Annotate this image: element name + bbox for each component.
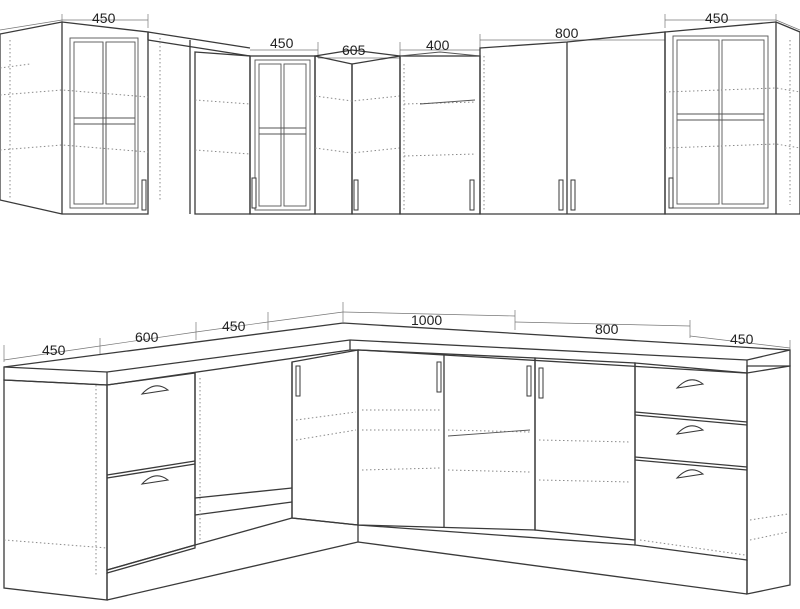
lower-cabinets [3, 302, 791, 601]
lower-dimension-label: 450 [222, 318, 246, 334]
upper-corner-cabinet [314, 49, 401, 215]
handle-icon [295, 365, 301, 397]
lower-cabinet-1000 [357, 349, 536, 531]
upper-cabinet-400 [399, 51, 481, 215]
plinth [106, 517, 748, 601]
upper-dimension-label: 400 [426, 37, 450, 53]
handle-icon [469, 179, 475, 211]
lower-dimension-label: 450 [42, 342, 66, 358]
lower-left-side-panel [3, 379, 108, 601]
countertop [3, 322, 791, 386]
lower-right-side-panel [746, 365, 791, 595]
handle-icon [353, 179, 359, 211]
handle-icon [558, 179, 564, 211]
upper-dimension-labels: 450 450 605 400 800 450 [92, 10, 729, 58]
handle-icon [570, 179, 576, 211]
handle-icon [538, 367, 544, 399]
lower-drawer-unit-450 [634, 362, 748, 561]
lower-dimension-labels: 450 600 450 1000 800 450 [42, 312, 754, 358]
upper-cabinets [0, 14, 800, 215]
drawer-handle-icon [675, 469, 705, 479]
upper-dimension-label: 450 [270, 35, 294, 51]
upper-right-glass-cabinet [664, 21, 800, 215]
lower-corner-cabinet [291, 349, 359, 526]
handle-icon [668, 177, 674, 209]
drawer-handle-icon [140, 385, 170, 395]
upper-dimension-label: 450 [705, 10, 729, 26]
lower-drawer-unit-600 [106, 372, 196, 574]
handle-icon [526, 365, 532, 397]
lower-dimension-label: 800 [595, 321, 619, 337]
upper-left-glass-cabinet [0, 21, 149, 215]
handle-icon [141, 179, 147, 211]
upper-cabinet-800 [479, 31, 666, 215]
handle-icon [251, 177, 257, 209]
upper-dimension-label: 800 [555, 25, 579, 41]
drawer-handle-icon [675, 425, 705, 435]
drawer-handle-icon [140, 475, 170, 485]
lower-dimension-label: 600 [135, 329, 159, 345]
upper-glass-cabinet-2 [194, 51, 316, 215]
lower-dimension-label: 450 [730, 331, 754, 347]
lower-open-slot-450 [194, 362, 293, 546]
upper-open-gap [147, 31, 251, 214]
upper-dimension-label: 450 [92, 10, 116, 26]
drawer-handle-icon [675, 379, 705, 389]
upper-dimension-label: 605 [342, 42, 366, 58]
handle-icon [436, 361, 442, 393]
lower-dimension-label: 1000 [411, 312, 442, 328]
lower-cabinet-800 [526, 357, 636, 541]
lower-dimension-lines [3, 302, 791, 362]
